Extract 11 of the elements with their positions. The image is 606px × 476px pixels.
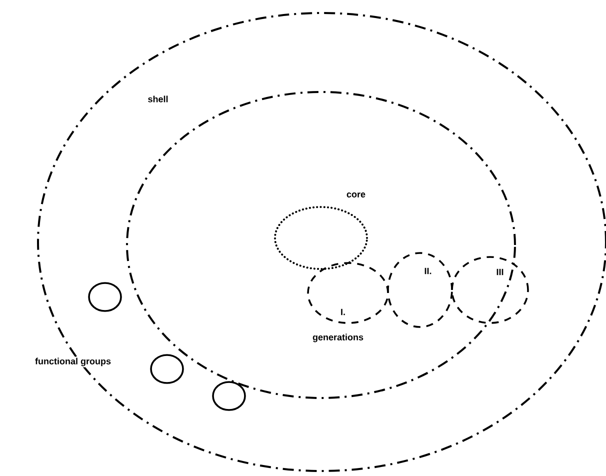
label: functional groups xyxy=(34,356,112,368)
label: generations xyxy=(312,332,364,344)
functional-group-circle xyxy=(88,282,122,312)
functional-group-circle xyxy=(212,381,246,411)
node-label: III xyxy=(496,268,504,276)
functional-group-circle xyxy=(150,354,184,384)
node-label: shell xyxy=(148,96,168,102)
node-label: core xyxy=(346,192,366,198)
node-label: I. xyxy=(341,308,345,316)
node-label: II. xyxy=(424,268,432,274)
inner-ellipse xyxy=(126,91,516,399)
